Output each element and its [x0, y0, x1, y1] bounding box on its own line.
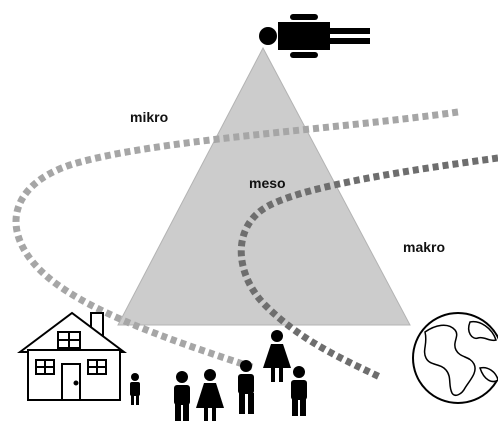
- person-icon: [291, 366, 307, 416]
- globe-icon: [412, 312, 498, 404]
- person-icon: [174, 371, 190, 421]
- label-mikro: mikro: [130, 109, 168, 125]
- label-makro: makro: [403, 239, 445, 255]
- person-icon: [238, 360, 254, 414]
- house-icon: [17, 311, 127, 401]
- person-icon: [196, 369, 224, 421]
- people-group-icon: [130, 330, 307, 421]
- person-lying-icon: [259, 14, 370, 58]
- person-icon: [130, 373, 140, 405]
- mikro-meso-boundary: [12, 108, 459, 372]
- meso-makro-boundary: [237, 154, 498, 382]
- label-meso: meso: [249, 175, 286, 191]
- person-icon: [263, 330, 291, 382]
